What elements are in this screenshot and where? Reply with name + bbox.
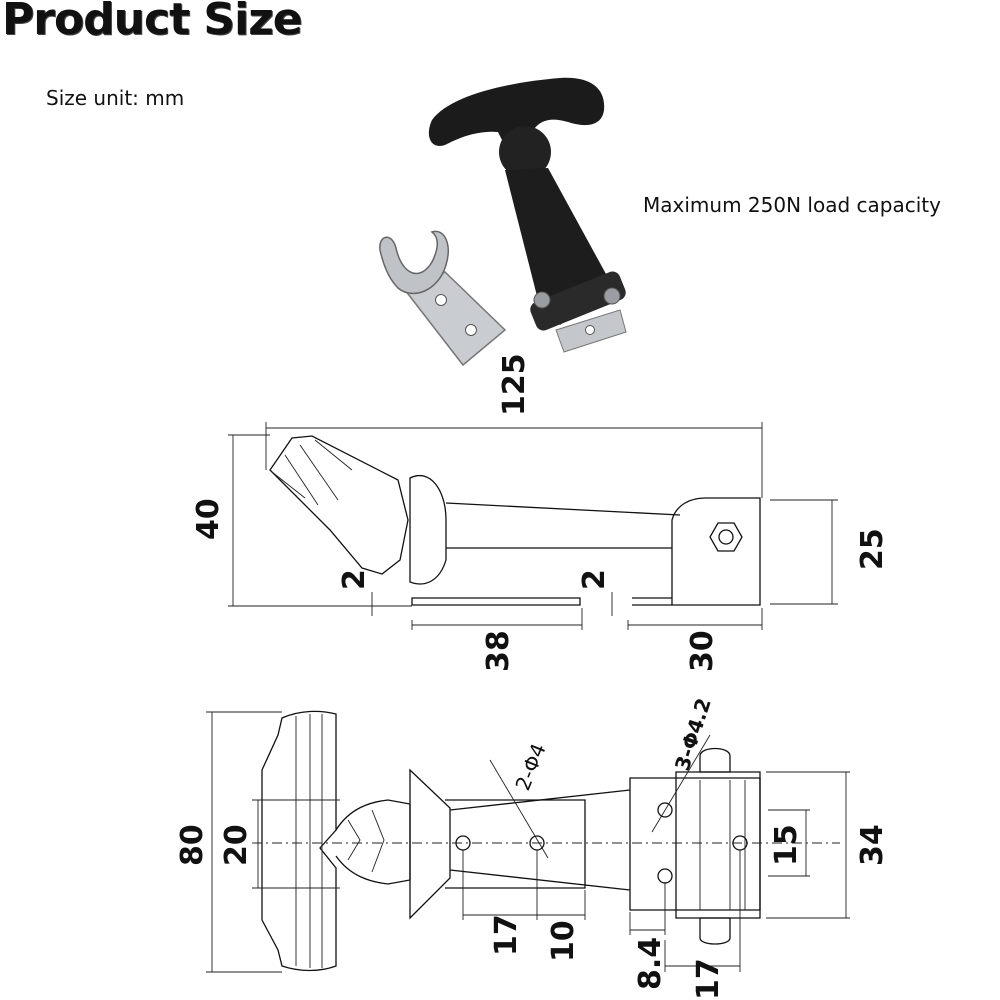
dim-height: 40 — [191, 498, 226, 540]
product-photo — [379, 77, 627, 367]
base-holes-label: 3-Φ4.2 — [670, 695, 716, 773]
dim-base-width: 34 — [855, 824, 890, 866]
dim-keeper-length: 38 — [481, 630, 516, 672]
dim-plate-thickness-left: 2 — [337, 569, 372, 590]
dim-base-hole-pitch: 17 — [691, 958, 726, 1000]
side-view-drawing — [228, 422, 838, 630]
dim-keeper-hole-offset: 17 — [489, 914, 524, 956]
dim-keeper-hole-pitch: 10 — [546, 920, 581, 962]
dim-base-hole-offset: 8.4 — [633, 937, 668, 990]
load-capacity-note: Maximum 250N load capacity — [643, 193, 941, 217]
dim-overall-length: 125 — [497, 353, 532, 416]
dim-handle-width: 80 — [175, 824, 210, 866]
top-view-drawing — [206, 710, 850, 973]
t-handle-image — [428, 77, 627, 353]
dim-base-length: 30 — [685, 630, 720, 672]
dim-neck-width: 20 — [219, 824, 254, 866]
keeper-holes-label: 2-Φ4 — [510, 740, 550, 794]
page-title: Product Size — [2, 0, 303, 45]
dim-hole-spacing-small: 15 — [769, 824, 804, 866]
dim-plate-thickness-right: 2 — [577, 569, 612, 590]
unit-note: Size unit: mm — [46, 86, 185, 110]
dim-pivot-height: 25 — [855, 528, 890, 570]
keeper-bracket-image — [379, 230, 507, 367]
